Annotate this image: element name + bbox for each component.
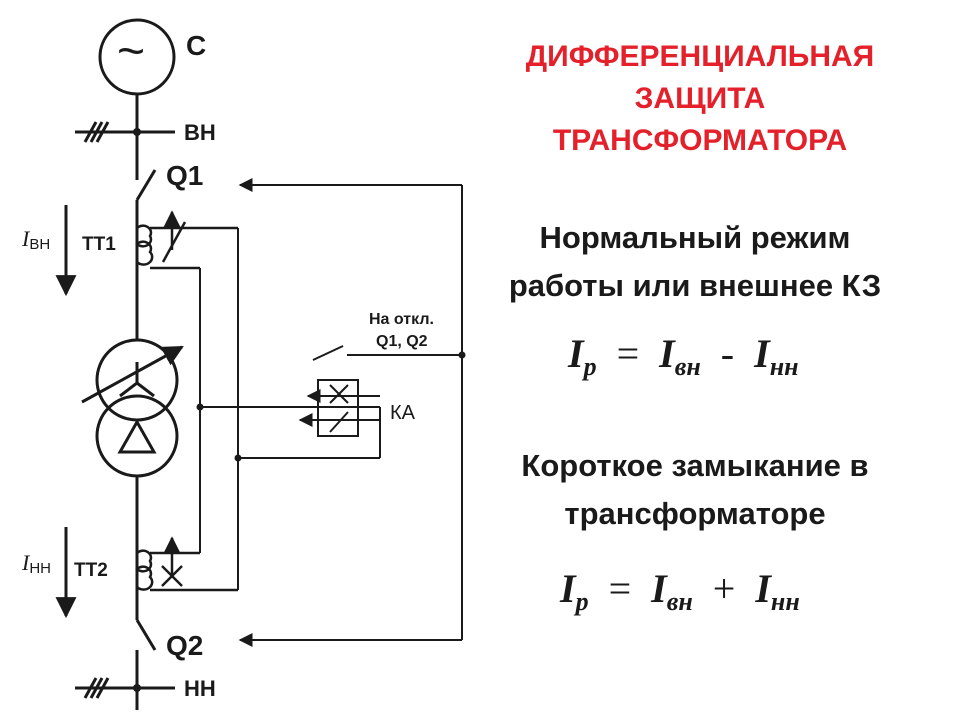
trip-contact (312, 345, 344, 361)
formula-fault: Iр = Iвн + Iнн (560, 566, 800, 616)
lv-bus-label: НН (184, 676, 216, 701)
three-phase-mark (89, 121, 104, 143)
tt1-label: ТТ1 (82, 234, 116, 255)
ka-relay (317, 379, 359, 437)
ka-label: КА (390, 402, 415, 424)
page-title: ДИФФЕРЕНЦИАЛЬНАЯ ЗАЩИТА ТРАНСФОРМАТОРА (470, 36, 930, 162)
source-label: С (186, 30, 207, 61)
star-symbol (119, 381, 138, 398)
title-line: ЗАЩИТА (634, 82, 766, 115)
title-line: ДИФФЕРЕНЦИАЛЬНАЯ (525, 40, 875, 73)
regulation-arrow (81, 345, 184, 404)
trip-label-2: Q1, Q2 (376, 333, 428, 350)
three-phase-mark (83, 121, 98, 143)
q1-label: Q1 (166, 160, 204, 191)
ka-cross (329, 384, 349, 404)
star-symbol (136, 381, 155, 398)
node (234, 454, 242, 462)
normal-mode-heading: Нормальный режим работы или внешнее КЗ (460, 214, 930, 310)
tt2-label: ТТ2 (74, 560, 108, 581)
transformer-winding-lv (95, 394, 179, 478)
tt1-coil (135, 224, 154, 266)
fault-heading: Короткое замыкание в трансформаторе (460, 442, 930, 538)
three-phase-mark (89, 677, 104, 699)
heading-line: работы или внешнее КЗ (508, 268, 882, 303)
i-hv-label: IВН (22, 226, 51, 253)
trip-label-1: На откл. (369, 311, 434, 328)
heading-line: Нормальный режим (539, 220, 851, 255)
node (196, 403, 204, 411)
heading-line: Короткое замыкание в (521, 448, 869, 483)
q2-breaker (135, 619, 157, 651)
three-phase-mark (95, 121, 110, 143)
q1-breaker (135, 169, 157, 201)
tt1-reg (161, 221, 187, 263)
three-phase-mark (95, 677, 110, 699)
three-phase-mark (83, 677, 98, 699)
q2-label: Q2 (166, 630, 204, 661)
formula-normal: Iр = Iвн - Iнн (568, 331, 799, 381)
delta-symbol (117, 418, 157, 454)
i-lv-label: IНН (22, 550, 51, 577)
hv-bus-label: ВН (184, 120, 216, 145)
node (458, 351, 466, 359)
title-line: ТРАНСФОРМАТОРА (552, 124, 848, 157)
bus-node (133, 684, 141, 692)
bus-node (133, 128, 141, 136)
tt2-coil (135, 549, 154, 591)
heading-line: трансформаторе (564, 496, 826, 531)
source-symbol: ~ (117, 25, 146, 78)
ka-diag (329, 411, 349, 433)
